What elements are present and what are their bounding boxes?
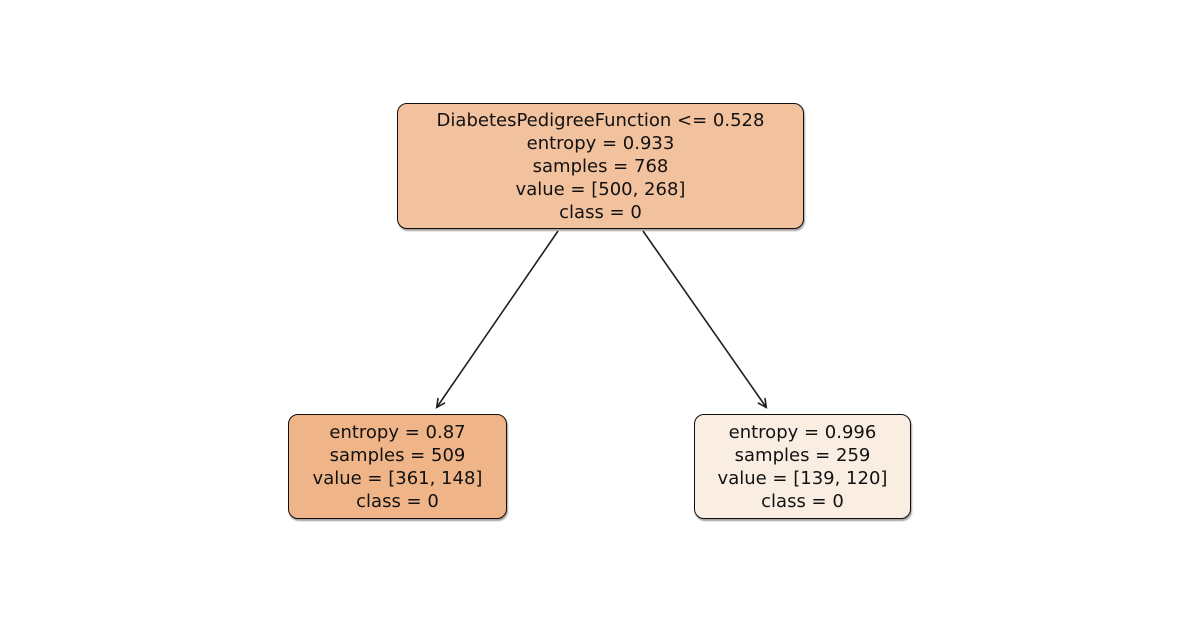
left-leaf-value: value = [361, 148] (312, 467, 483, 489)
right-leaf-value: value = [139, 120] (717, 467, 888, 489)
root-value: value = [500, 268] (515, 178, 686, 200)
root-class: class = 0 (559, 201, 642, 223)
right-leaf-class: class = 0 (761, 490, 844, 512)
tree-node-left-leaf: entropy = 0.87 samples = 509 value = [36… (288, 414, 507, 519)
left-leaf-samples: samples = 509 (329, 444, 466, 466)
root-split-condition: DiabetesPedigreeFunction <= 0.528 (436, 109, 765, 131)
root-samples: samples = 768 (532, 155, 669, 177)
edge-root-to-left (435, 230, 559, 409)
edge-root-to-right (642, 230, 768, 409)
right-leaf-entropy: entropy = 0.996 (728, 421, 877, 443)
tree-node-root: DiabetesPedigreeFunction <= 0.528 entrop… (397, 103, 804, 229)
root-entropy: entropy = 0.933 (526, 132, 675, 154)
tree-node-right-leaf: entropy = 0.996 samples = 259 value = [1… (694, 414, 911, 519)
left-leaf-class: class = 0 (356, 490, 439, 512)
right-leaf-samples: samples = 259 (734, 444, 871, 466)
left-leaf-entropy: entropy = 0.87 (329, 421, 466, 443)
